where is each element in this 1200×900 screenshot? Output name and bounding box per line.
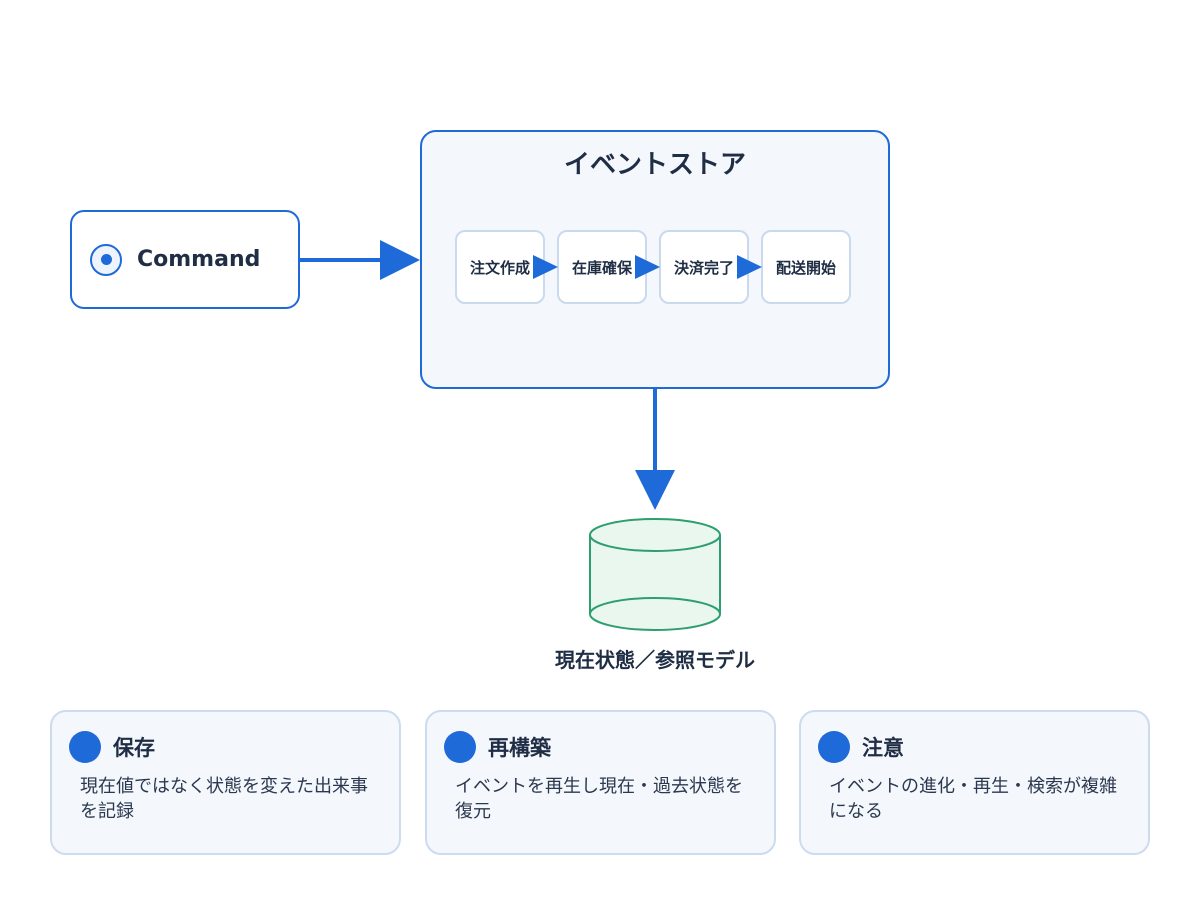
target-icon	[90, 243, 122, 276]
projection-arrow-head	[635, 470, 675, 510]
projection-label: 現在状態／参照モデル	[555, 648, 755, 672]
card-title: 注意	[862, 736, 904, 760]
event-item: 配送開始	[761, 230, 851, 304]
command-arrow-head	[380, 240, 420, 280]
event-arrow-head	[635, 255, 660, 279]
event-arrow-head	[533, 255, 558, 279]
command-node: Command	[70, 210, 300, 309]
card-description: イベントの進化・再生・検索が複雑になる	[829, 776, 1117, 822]
bullet-dot-icon	[69, 731, 101, 763]
info-card-rebuild: 再構築 イベントを再生し現在・過去状態を復元	[425, 710, 776, 855]
event-item: 決済完了	[659, 230, 749, 304]
event-arrow-head	[737, 255, 762, 279]
card-description: 現在値ではなく状態を変えた出来事を記録	[80, 776, 368, 822]
card-title: 保存	[113, 736, 155, 760]
bullet-dot-icon	[818, 731, 850, 763]
info-card-save: 保存 現在値ではなく状態を変えた出来事を記録	[50, 710, 401, 855]
event-store-title: イベントストア	[563, 150, 746, 180]
bullet-dot-icon	[444, 731, 476, 763]
card-description: イベントを再生し現在・過去状態を復元	[455, 776, 743, 822]
database-icon	[589, 518, 721, 631]
command-label: Command	[137, 247, 261, 272]
info-card-caution: 注意 イベントの進化・再生・検索が複雑になる	[799, 710, 1150, 855]
card-title: 再構築	[488, 736, 551, 760]
